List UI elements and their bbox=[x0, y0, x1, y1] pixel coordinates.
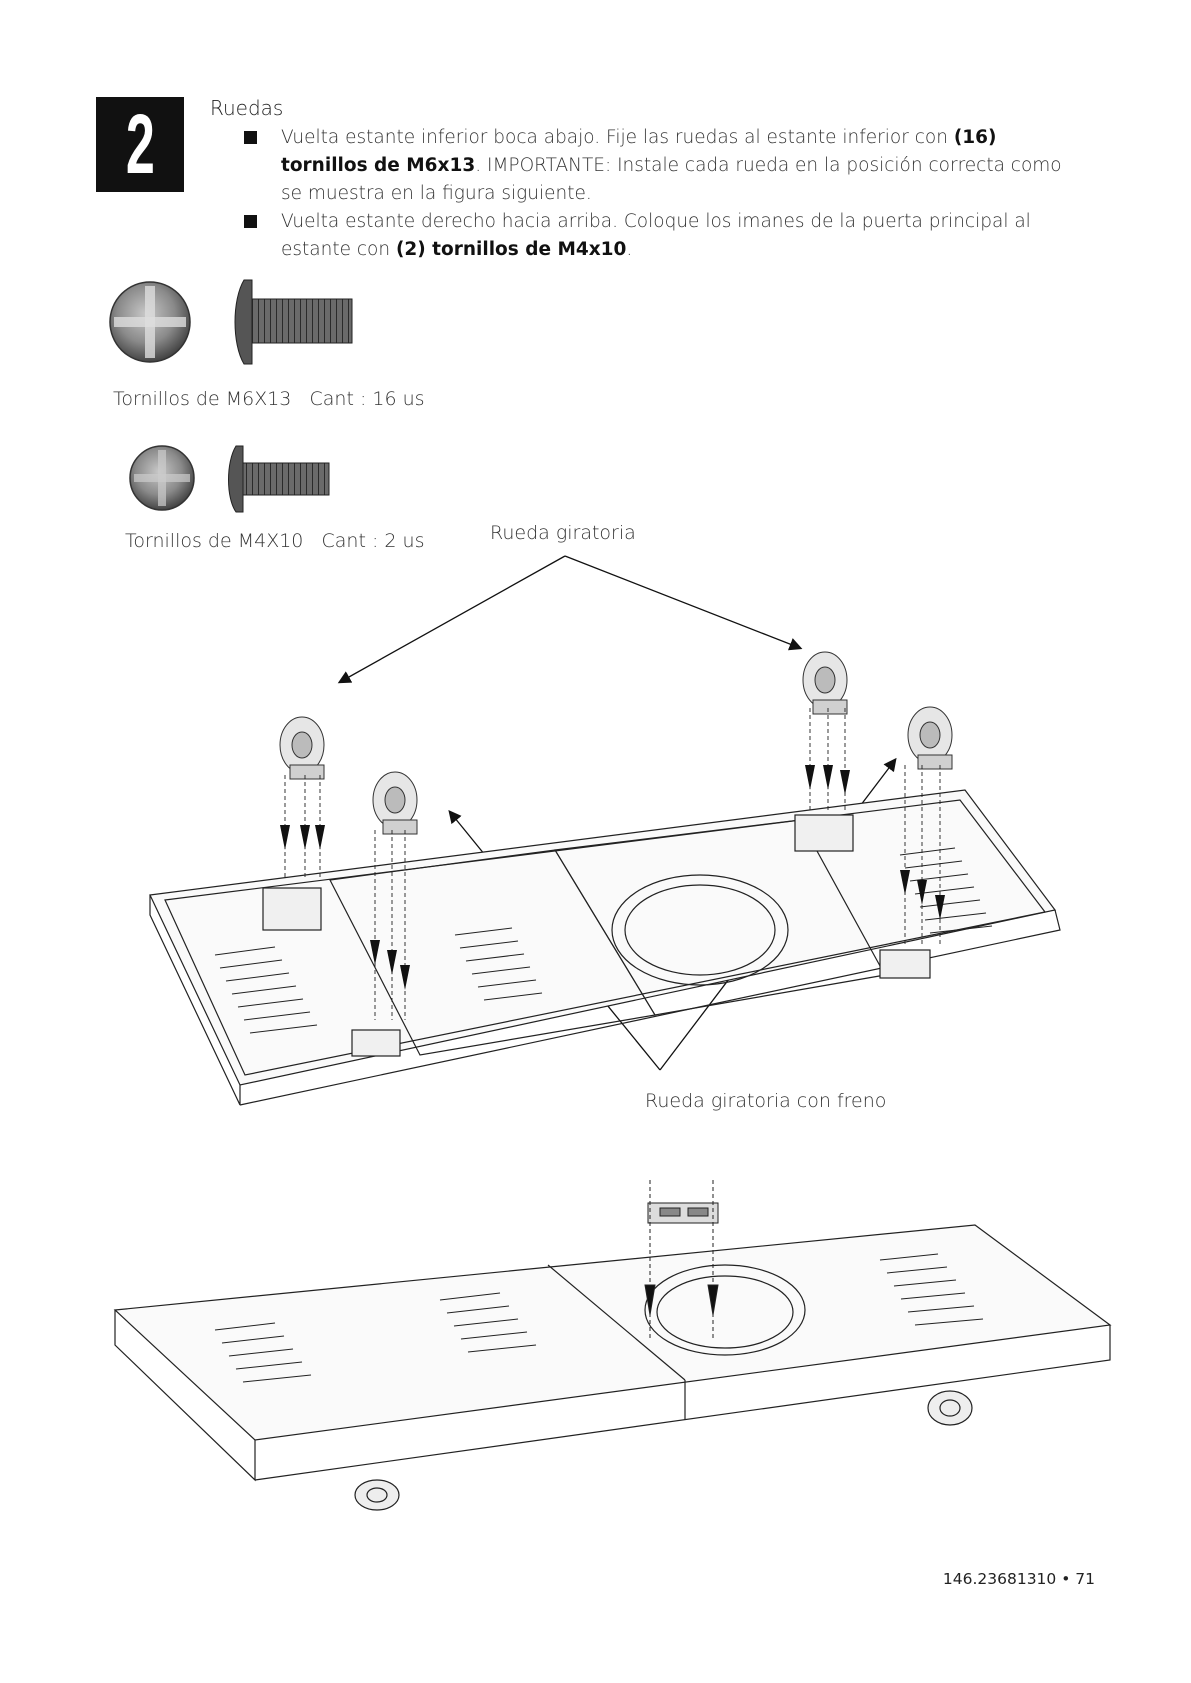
shelf-upright bbox=[113, 1224, 1112, 1511]
page-footer: 146.23681310 • 71 bbox=[942, 1570, 1095, 1588]
screw-m4x10-icon bbox=[129, 445, 330, 513]
callout-swivel-caster: Rueda giratoria bbox=[490, 522, 636, 544]
part-label-m6x13: Tornillos de M6X13 Cant : 16 us bbox=[113, 388, 425, 410]
instruction-item: Vuelta estante inferior boca abajo. Fije… bbox=[240, 124, 1070, 208]
part-label-m4x10: Tornillos de M4X10 Cant : 2 us bbox=[125, 530, 425, 552]
caster-icons bbox=[279, 651, 953, 835]
callout-lines-swivel bbox=[337, 555, 803, 684]
door-magnet-icon bbox=[644, 1180, 719, 1340]
step-number: 2 bbox=[125, 97, 155, 191]
callout-swivel-caster-brake: Rueda giratoria con freno bbox=[645, 1090, 887, 1112]
instruction-bold: (2) tornillos de M4x10 bbox=[395, 239, 627, 260]
instruction-item: Vuelta estante derecho hacia arriba. Col… bbox=[240, 208, 1070, 264]
step-number-box: 2 bbox=[96, 97, 184, 192]
screw-m6x13-icon bbox=[109, 279, 353, 365]
step-title: Ruedas bbox=[210, 96, 284, 120]
instruction-bold: (16) tornillos de M6x13 bbox=[281, 127, 997, 176]
caster-down-arrows bbox=[280, 765, 945, 990]
shelf-upside-down bbox=[149, 789, 1061, 1106]
instruction-list: Vuelta estante inferior boca abajo. Fije… bbox=[240, 124, 1070, 264]
